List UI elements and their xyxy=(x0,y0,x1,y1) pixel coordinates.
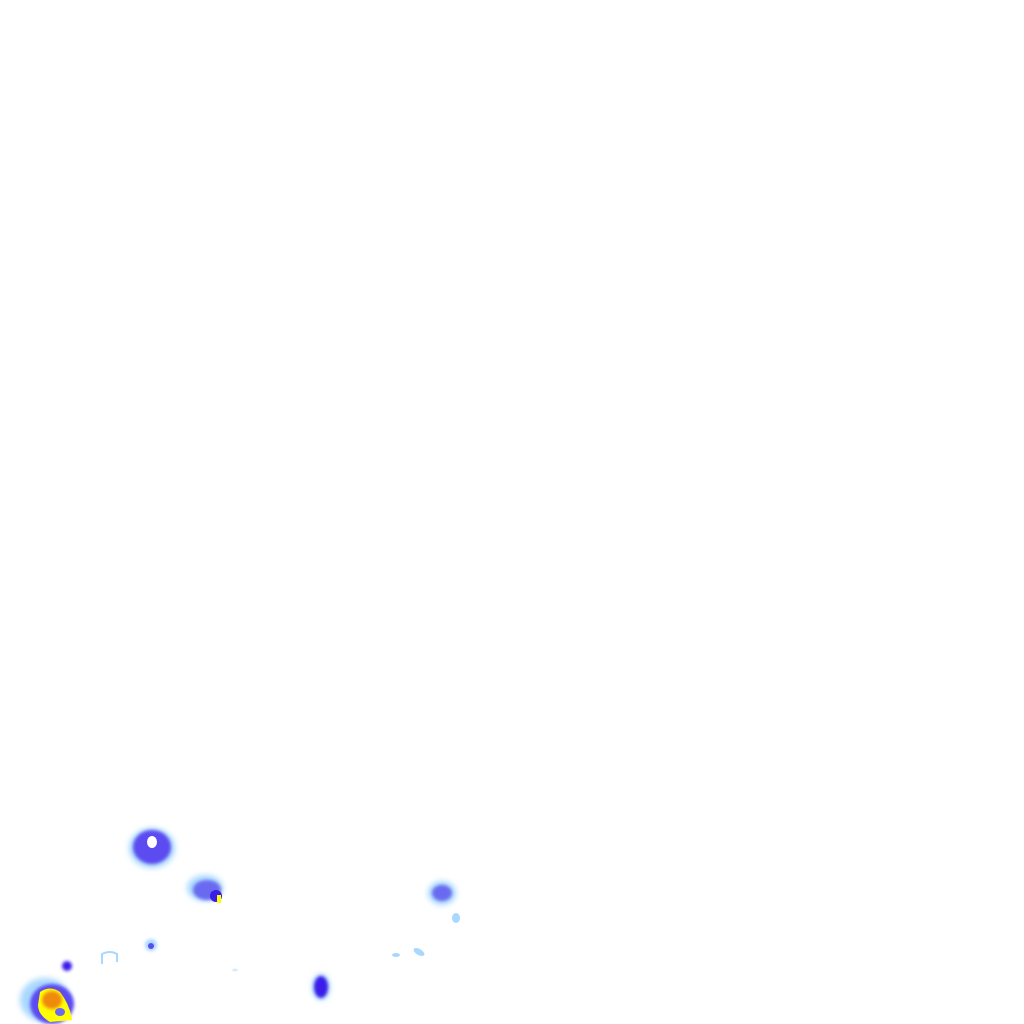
radar-echo-cell xyxy=(187,875,223,903)
radar-echo-intense-cell xyxy=(20,978,74,1024)
radar-echo-small xyxy=(62,939,425,972)
radar-echo-cell xyxy=(428,881,460,923)
radar-echo-cell xyxy=(129,828,175,868)
radar-echo-cell xyxy=(312,974,330,1000)
